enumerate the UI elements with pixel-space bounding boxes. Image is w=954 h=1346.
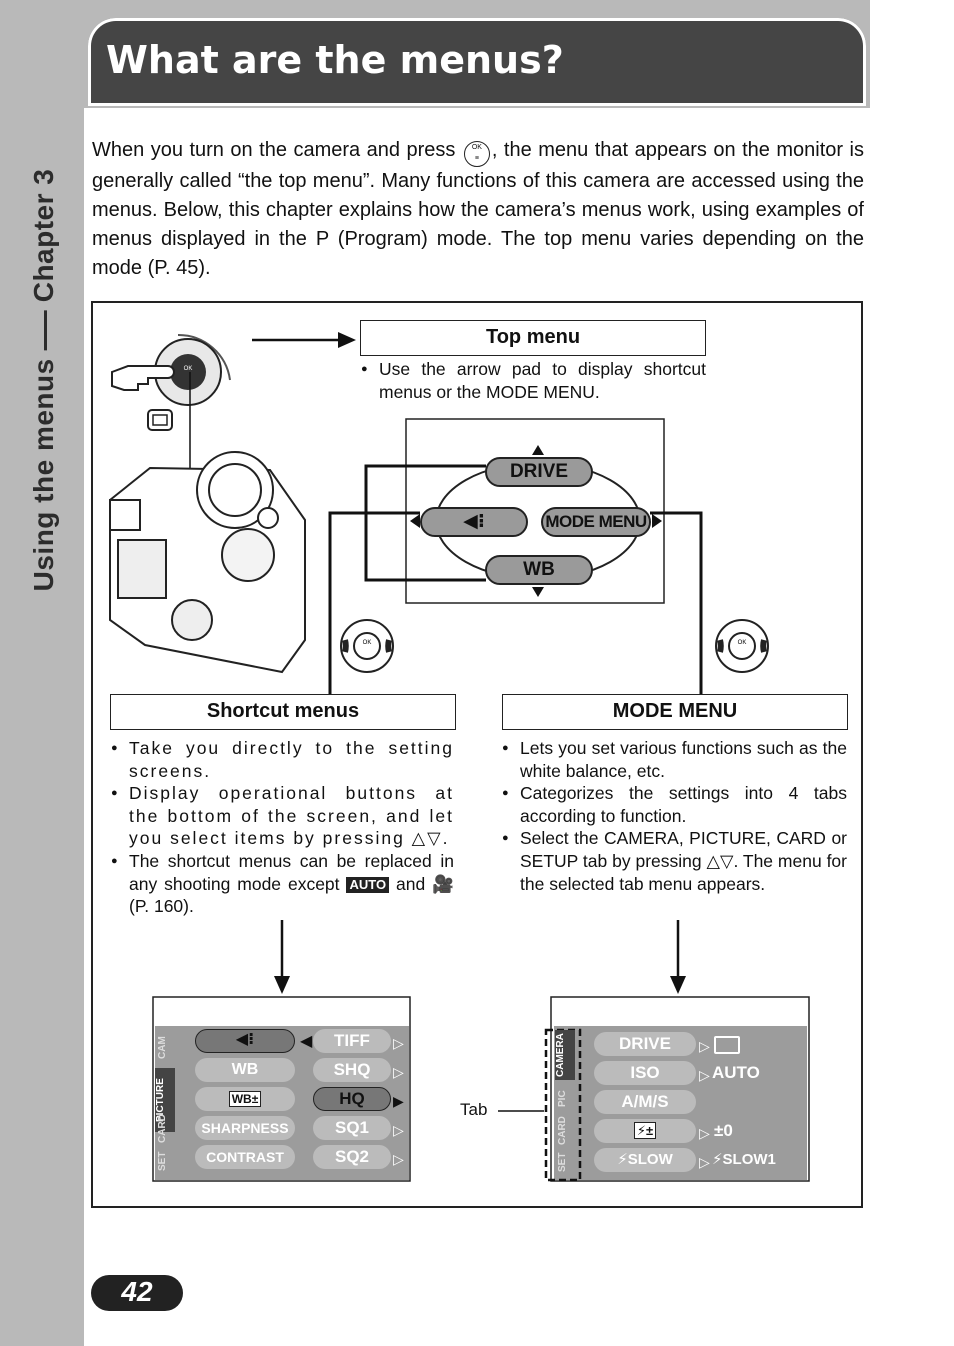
intro-text-2: , the menu that appears on the monitor i…: [92, 139, 864, 279]
dash-divider: [44, 310, 48, 351]
shortcut-note-3: The shortcut menus can be replaced in an…: [111, 850, 454, 918]
section-name: Using the menus: [28, 358, 59, 592]
sq1-option[interactable]: SQ1: [313, 1116, 391, 1140]
hq-option[interactable]: HQ: [313, 1087, 391, 1111]
wb-comp-item[interactable]: WB±: [195, 1087, 295, 1111]
tab-cam[interactable]: CAM: [157, 1036, 168, 1060]
mode-tab-column: CAMERA PIC CARD SET: [554, 1026, 576, 1180]
drive-item[interactable]: DRIVE: [594, 1032, 696, 1056]
shortcut-selector-icon: ◀: [300, 1033, 313, 1050]
drive-button[interactable]: DRIVE: [485, 457, 593, 487]
wb-item[interactable]: WB: [195, 1058, 295, 1082]
tab-set[interactable]: SET: [157, 1151, 168, 1171]
tab-set[interactable]: SET: [557, 1152, 568, 1172]
shortcut-notes: Take you directly to the setting screens…: [111, 737, 454, 918]
ok-button-icon: OK≡: [463, 141, 490, 167]
mode-menu-screen: CAMERA PIC CARD SET DRIVE ISO A/M/S ⚡± ⚡…: [554, 1026, 807, 1180]
intro-paragraph: When you turn on the camera and press OK…: [92, 136, 864, 283]
mode-note-2: Categorizes the settings into 4 tabs acc…: [502, 782, 847, 827]
ams-item[interactable]: A/M/S: [594, 1090, 696, 1114]
page-title: What are the menus?: [106, 38, 564, 82]
shortcut-tab-column: CAM PICTURE CARD SET: [155, 1026, 175, 1180]
top-menu-note: Use the arrow pad to display shortcut me…: [361, 358, 706, 403]
intro-text-1: When you turn on the camera and press: [92, 139, 456, 161]
shortcut-note-1: Take you directly to the setting screens…: [111, 737, 454, 782]
mode-note-1: Lets you set various functions such as t…: [502, 737, 847, 782]
movie-mode-icon: 🎥: [432, 873, 454, 894]
shortcut-menus-label: Shortcut menus: [110, 694, 456, 730]
single-frame-icon: [714, 1036, 740, 1054]
slow-value: ⚡SLOW1: [712, 1151, 776, 1168]
flash-compensation-icon: ⚡±: [633, 1122, 657, 1139]
page-number-pill: [91, 1275, 183, 1311]
tab-card[interactable]: CARD: [157, 1114, 168, 1144]
page-number: 42: [121, 1276, 153, 1307]
contrast-item[interactable]: CONTRAST: [195, 1145, 295, 1169]
tab-card[interactable]: CARD: [557, 1116, 568, 1146]
shortcut-back-button[interactable]: ◀⁝: [195, 1029, 295, 1053]
flash-comp-value: ±0: [714, 1121, 733, 1140]
shq-option[interactable]: SHQ: [313, 1058, 391, 1082]
auto-mode-icon: AUTO: [346, 876, 390, 893]
flash-comp-item[interactable]: ⚡±: [594, 1119, 696, 1143]
sq2-option[interactable]: SQ2: [313, 1145, 391, 1169]
shortcut-button[interactable]: ◀⁝: [420, 507, 528, 537]
mode-menu-notes: Lets you set various functions such as t…: [502, 737, 847, 895]
tab-callout-label: Tab: [460, 1100, 488, 1119]
sharpness-item[interactable]: SHARPNESS: [195, 1116, 295, 1140]
shortcut-note-2: Display operational buttons at the botto…: [111, 782, 454, 850]
mode-arrows-icon: ▷▷▷▷: [699, 1038, 710, 1170]
shortcut-screen: CAM PICTURE CARD SET ◀⁝ WB WB± SHARPNESS…: [155, 1026, 409, 1180]
tab-pic[interactable]: PIC: [557, 1090, 568, 1108]
title-bar: [88, 18, 866, 106]
slow-item[interactable]: ⚡SLOW: [594, 1148, 696, 1172]
top-menu-label: Top menu: [360, 320, 706, 356]
mode-menu-button[interactable]: MODE MENU: [541, 507, 651, 537]
tab-camera[interactable]: CAMERA: [555, 1030, 575, 1080]
option-arrows-icon: ▷▷▶▷▷: [393, 1035, 404, 1167]
iso-value: AUTO: [712, 1063, 760, 1082]
mode-note-3: Select the CAMERA, PICTURE, CARD or SETU…: [502, 827, 847, 895]
iso-item[interactable]: ISO: [594, 1061, 696, 1085]
chapter-name: Chapter 3: [28, 168, 59, 303]
side-band: [0, 0, 84, 1346]
wb-button[interactable]: WB: [485, 555, 593, 585]
shortcut-arrow-icon: ◀⁝: [463, 511, 485, 532]
diagram-frame: [91, 301, 863, 1208]
wb-compensation-icon: WB±: [228, 1091, 262, 1107]
tiff-option[interactable]: TIFF: [313, 1029, 391, 1053]
mode-menu-label: MODE MENU: [502, 694, 848, 730]
chapter-side-label: Using the menus Chapter 3: [28, 169, 60, 592]
